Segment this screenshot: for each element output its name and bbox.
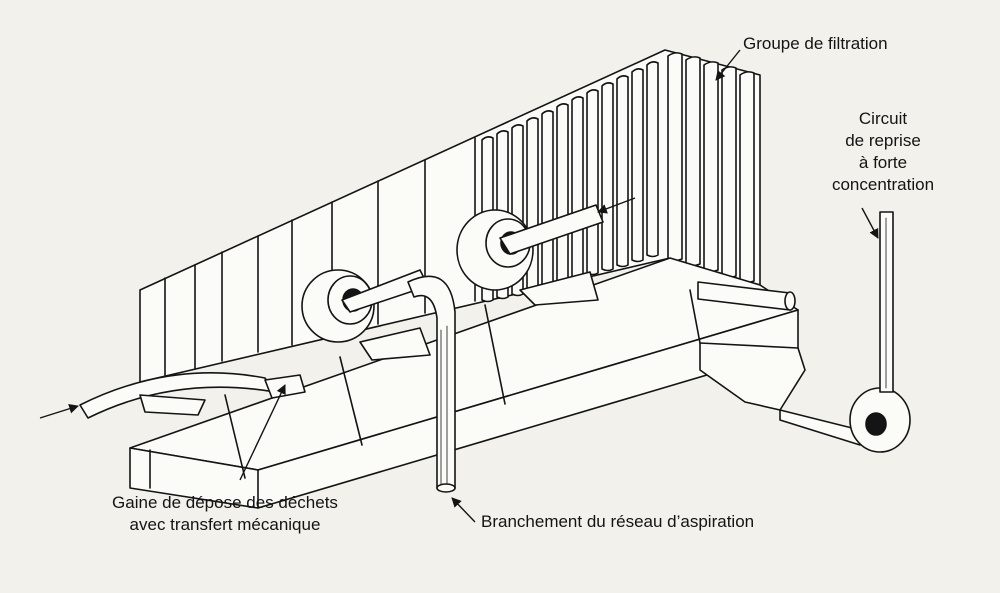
- leader-gaine: [239, 384, 286, 481]
- label-gaine-depose: Gaine de dépose des déchets avec transfe…: [70, 492, 380, 536]
- leader-branchement: [451, 497, 476, 523]
- label-circuit-reprise: Circuit de reprise à forte concentration: [808, 108, 958, 196]
- hopper: [699, 342, 806, 411]
- leader-filtration: [715, 49, 741, 81]
- label-circuit-line-3: à forte: [858, 153, 908, 172]
- waste-intake-hood: [79, 372, 306, 419]
- label-groupe-filtration: Groupe de filtration: [743, 34, 888, 53]
- label-circuit-line-2: de reprise: [845, 131, 921, 150]
- label-circuit-line-1: Circuit: [858, 109, 908, 128]
- label-branchement-aspiration: Branchement du réseau d’aspiration: [481, 512, 755, 531]
- aspiration-branch-pipe: [407, 275, 456, 493]
- intake-flow-arrow: [39, 403, 79, 419]
- leader-fan-arrow: [597, 197, 636, 214]
- label-circuit-line-4: concentration: [831, 175, 935, 194]
- label-gaine-line-2: avec transfert mécanique: [129, 515, 321, 534]
- fan-right: [456, 204, 604, 306]
- label-gaine-line-1: Gaine de dépose des déchets: [112, 493, 338, 512]
- leader-circuit: [861, 207, 879, 239]
- duct-segment-joints: [224, 289, 701, 479]
- return-circuit: [779, 211, 911, 453]
